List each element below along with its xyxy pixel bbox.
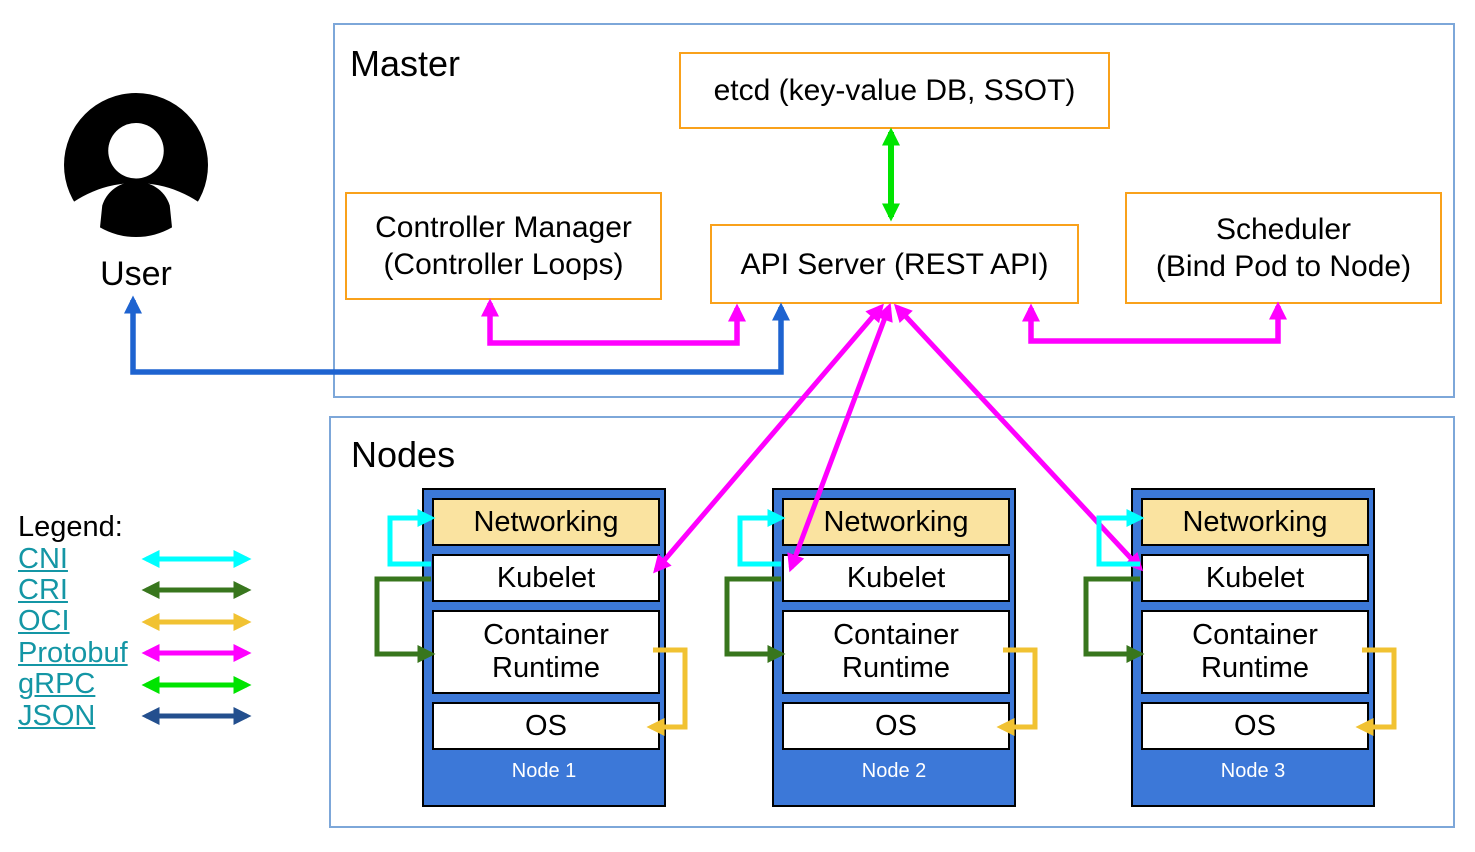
- legend-link-grpc[interactable]: gRPC: [18, 668, 96, 701]
- node-2-container-runtime: Container Runtime: [782, 610, 1010, 694]
- node-2: Networking Kubelet Container Runtime OS …: [772, 488, 1016, 807]
- node-1-container-runtime: Container Runtime: [432, 610, 660, 694]
- node-2-kubelet: Kubelet: [782, 554, 1010, 602]
- user-label: User: [100, 255, 172, 293]
- master-title: Master: [350, 43, 461, 84]
- node-1-label: Node 1: [511, 760, 577, 782]
- user-figure: User: [23, 90, 249, 408]
- node-3-container-runtime: Container Runtime: [1141, 610, 1369, 694]
- legend-title: Legend:: [18, 511, 123, 544]
- controller-manager-line1: Controller Manager: [375, 211, 632, 244]
- node-1-os: OS: [432, 702, 660, 750]
- node-3-networking: Networking: [1141, 498, 1369, 546]
- node-1-kubelet: Kubelet: [432, 554, 660, 602]
- controller-manager-line2: (Controller Loops): [383, 248, 624, 281]
- etcd-box: etcd (key-value DB, SSOT): [679, 52, 1110, 129]
- etcd-label: etcd (key-value DB, SSOT): [713, 74, 1076, 107]
- legend-link-protobuf[interactable]: Protobuf: [18, 636, 128, 669]
- node-1: Networking Kubelet Container Runtime OS …: [422, 488, 666, 807]
- scheduler-line1: Scheduler: [1215, 213, 1352, 246]
- legend-link-json[interactable]: JSON: [18, 699, 96, 732]
- master-group: Master etcd (key-value DB, SSOT) Control…: [333, 23, 1455, 398]
- node-3: Networking Kubelet Container Runtime OS …: [1131, 488, 1375, 807]
- legend-link-oci[interactable]: OCI: [18, 605, 70, 638]
- scheduler-box: Scheduler (Bind Pod to Node): [1125, 192, 1442, 304]
- api-server-box: API Server (REST API): [710, 224, 1079, 304]
- node-3-label: Node 3: [1220, 760, 1286, 782]
- nodes-title: Nodes: [351, 434, 456, 475]
- node-3-kubelet: Kubelet: [1141, 554, 1369, 602]
- legend-link-cri[interactable]: CRI: [18, 573, 68, 606]
- node-2-networking: Networking: [782, 498, 1010, 546]
- nodes-group: Nodes Networking Kubelet Container Runti…: [329, 416, 1455, 828]
- legend-link-cni[interactable]: CNI: [18, 542, 68, 575]
- node-2-label: Node 2: [861, 760, 927, 782]
- api-server-label: API Server (REST API): [740, 247, 1049, 281]
- node-3-os: OS: [1141, 702, 1369, 750]
- controller-manager-box: Controller Manager (Controller Loops): [345, 192, 662, 300]
- node-1-networking: Networking: [432, 498, 660, 546]
- scheduler-line2: (Bind Pod to Node): [1155, 250, 1412, 283]
- node-2-os: OS: [782, 702, 1010, 750]
- user-icon: [23, 93, 249, 408]
- legend: Legend: CNI CRI OCI Protobuf gRPC JSON: [18, 511, 298, 732]
